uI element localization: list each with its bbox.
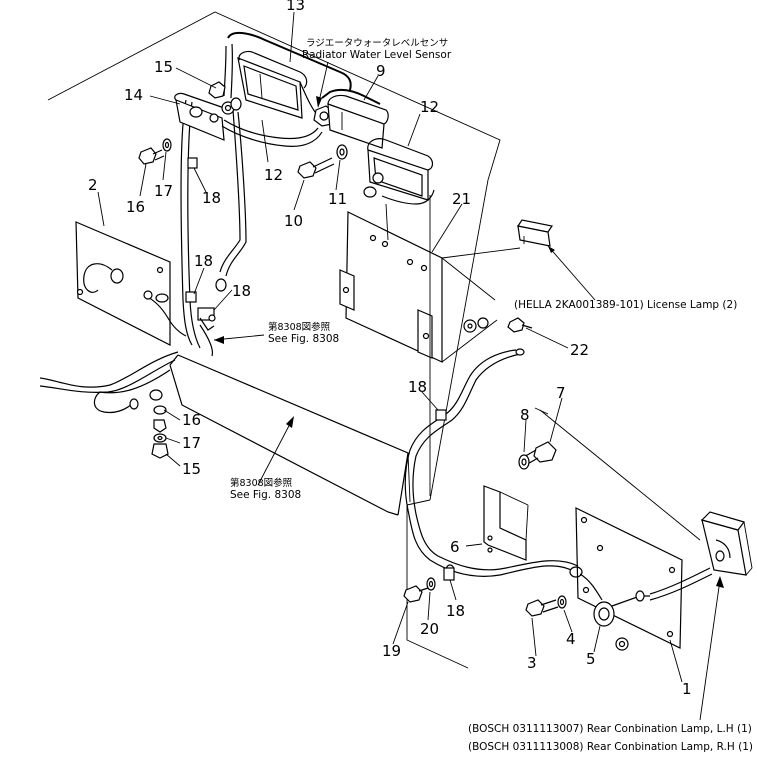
callout-10: 10	[284, 212, 303, 230]
callout-6: 6	[450, 538, 460, 556]
callout-20: 20	[420, 620, 439, 638]
callout-19: 19	[382, 642, 401, 660]
callout-18-upper: 18	[202, 189, 221, 207]
bracket-6	[483, 485, 529, 561]
callout-15-lower: 15	[182, 460, 201, 478]
caption-rear-lamp-rh: (BOSCH 0311113008) Rear Conbination Lamp…	[468, 741, 753, 753]
caption-see-fig-jp-2: 第8308図参照	[230, 477, 293, 489]
callout-2: 2	[88, 176, 98, 194]
callout-12-left: 12	[264, 166, 283, 184]
callout-21: 21	[452, 190, 471, 208]
callout-18-right: 18	[408, 378, 427, 396]
caption-radiator-en: Radiator Water Level Sensor	[302, 49, 452, 61]
upper-lamp-bracket	[174, 32, 352, 147]
caption-license-lamp: (HELLA 2KA001389-101) License Lamp (2)	[514, 299, 737, 311]
callout-1: 1	[682, 680, 692, 698]
callout-13: 13	[286, 0, 305, 14]
license-lamp	[517, 219, 596, 301]
callout-14: 14	[124, 86, 143, 104]
callout-3: 3	[527, 654, 537, 672]
left-plate	[75, 221, 187, 346]
captions: ラジエータウォータレベルセンサ Radiator Water Level Sen…	[230, 38, 753, 753]
callout-16-lower: 16	[182, 411, 201, 429]
bolt-3-washer-4	[525, 595, 567, 617]
callout-11: 11	[328, 190, 347, 208]
caption-see-fig-en-1: See Fig. 8308	[268, 333, 339, 345]
lower-fasteners	[403, 567, 455, 603]
callout-17-lower: 17	[182, 434, 201, 452]
callout-16-upper: 16	[126, 198, 145, 216]
right-plate	[575, 507, 713, 651]
bolt-7-washer-8	[518, 441, 557, 470]
callout-18-mid-b: 18	[232, 282, 251, 300]
vertical-harness	[180, 99, 247, 357]
right-lamp-assembly	[297, 88, 435, 205]
callout-numbers: 13 15 9 14 12 12 16 17 18 10 11 2 21 18 …	[88, 0, 692, 698]
callout-15-upper: 15	[154, 58, 173, 76]
rear-combination-lamp	[699, 511, 753, 721]
callout-22: 22	[570, 341, 589, 359]
left-harness	[39, 351, 179, 414]
callout-4: 4	[566, 630, 576, 648]
callout-8: 8	[520, 406, 530, 424]
callout-9: 9	[376, 62, 386, 80]
lower-beam	[169, 354, 411, 516]
lower-left-fasteners	[149, 389, 169, 459]
chassis-outline	[47, 11, 701, 669]
callout-5: 5	[586, 650, 596, 668]
callout-12-right: 12	[420, 98, 439, 116]
caption-see-fig-jp-1: 第8308図参照	[268, 321, 331, 333]
leader-lines	[97, 11, 683, 683]
bolt-22	[507, 317, 533, 333]
callout-7: 7	[556, 384, 566, 402]
caption-rear-lamp-lh: (BOSCH 0311113007) Rear Conbination Lamp…	[468, 723, 752, 735]
caption-see-fig-en-2: See Fig. 8308	[230, 489, 301, 501]
middle-panel	[339, 195, 521, 496]
caption-radiator-jp: ラジエータウォータレベルセンサ	[306, 38, 448, 49]
callout-18-mid-a: 18	[194, 252, 213, 270]
callout-18-lower: 18	[446, 602, 465, 620]
callout-17-upper: 17	[154, 182, 173, 200]
